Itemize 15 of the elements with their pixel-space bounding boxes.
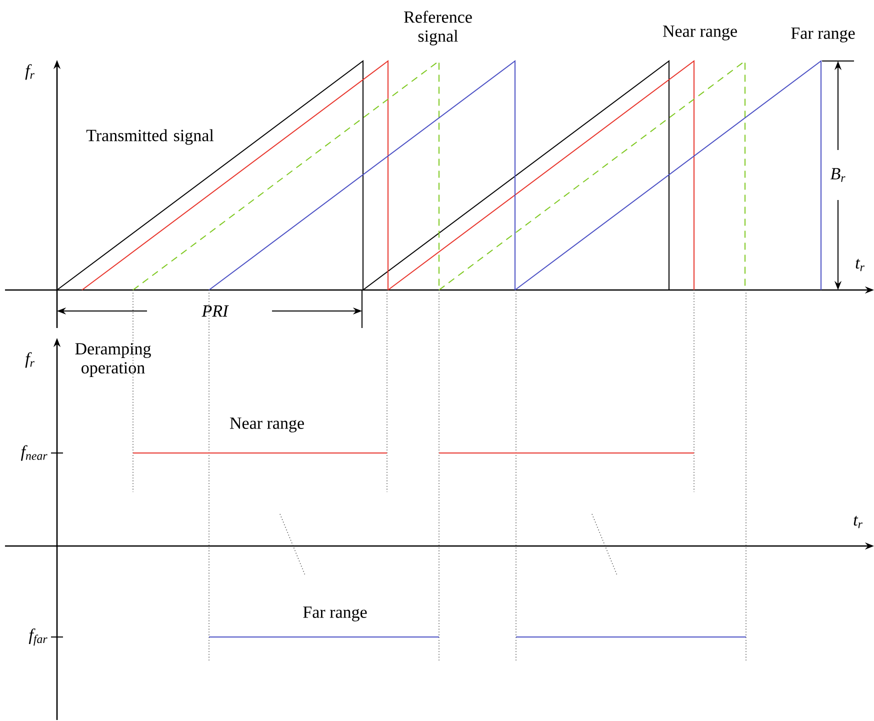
range-label: Far range (791, 28, 855, 42)
operation-label: Deramping operation (75, 343, 151, 377)
bandwidth-label: B$_{r}$ (830, 168, 846, 182)
interval-label: PRI (202, 305, 229, 317)
range-label: Near range (662, 26, 737, 40)
range-label: Near range (230, 418, 304, 432)
axis-label: t$_{r}$ (854, 516, 862, 528)
axis-label: t$_{r}$ (856, 258, 864, 272)
axis-label: f$_{far}$ (28, 628, 48, 646)
axis-label: f$_{r}$ (25, 352, 34, 368)
axis-label: f$_{near}$ (20, 445, 48, 461)
signal-label: Transmitted signal (86, 129, 214, 145)
signal-label: Reference signal (404, 10, 472, 46)
range-label: Far range (303, 606, 367, 622)
axis-label: f$_{r}$ (25, 64, 34, 80)
